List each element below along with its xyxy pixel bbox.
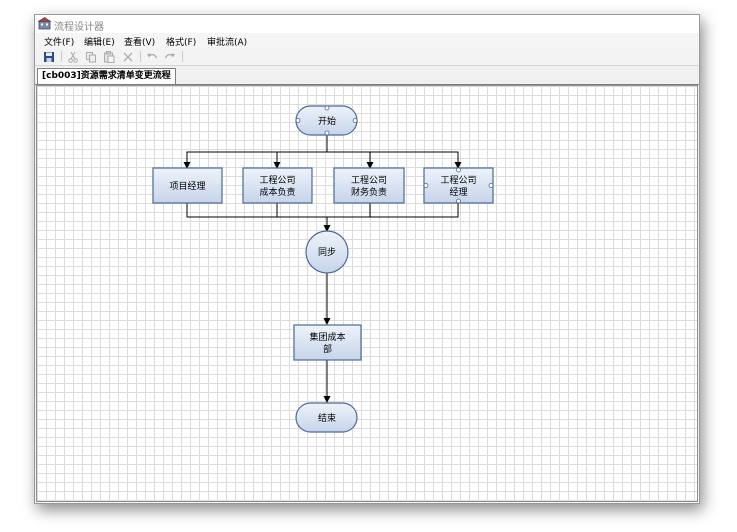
task-label-line1: 工程公司 — [259, 175, 295, 186]
connection-point[interactable] — [324, 105, 330, 111]
task-node-company-manager[interactable]: 工程公司 经理 — [423, 167, 494, 204]
edges-tasks-to-sync — [186, 203, 459, 232]
menu-file[interactable]: 文件(F) — [44, 38, 75, 48]
flow-diagram: 开始 项目经理 工程公司 成本负责 工程公司 财务负责 — [152, 105, 494, 433]
delete-icon[interactable] — [121, 50, 135, 64]
toolbar-separator — [61, 51, 62, 62]
toolbar — [35, 49, 699, 66]
edges-start-to-tasks — [183, 135, 462, 169]
connection-point[interactable] — [456, 198, 461, 204]
task-label-line2: 财务负责 — [351, 186, 387, 198]
tab-process-cb003[interactable]: [cb003]资源需求清单变更流程 — [37, 68, 176, 84]
app-icon — [38, 17, 51, 30]
toolbar-separator — [140, 51, 141, 62]
task-label-line2: 经理 — [449, 186, 467, 198]
redo-icon[interactable] — [163, 50, 177, 64]
sync-node-label: 同步 — [318, 247, 336, 258]
task-node-cost-lead[interactable]: 工程公司 成本负责 — [242, 167, 313, 204]
menu-edit[interactable]: 编辑(E) — [84, 38, 115, 48]
start-node-label: 开始 — [318, 115, 336, 127]
task-node-finance-lead[interactable]: 工程公司 财务负责 — [333, 167, 405, 204]
menu-bar: 文件(F) 编辑(E) 查看(V) 格式(F) 审批流(A) — [35, 33, 699, 49]
start-node[interactable]: 开始 — [295, 105, 358, 136]
task-node-project-manager[interactable]: 项目经理 — [152, 167, 223, 204]
task-node-group-cost-dept[interactable]: 集团成本 部 — [293, 324, 362, 361]
tab-strip: [cb003]资源需求清单变更流程 — [35, 66, 699, 85]
end-node-label: 结束 — [318, 412, 336, 424]
diagram-canvas[interactable]: 开始 项目经理 工程公司 成本负责 工程公司 财务负责 — [36, 85, 698, 502]
task-label-line2: 成本负责 — [259, 186, 295, 198]
menu-approval[interactable]: 审批流(A) — [207, 38, 248, 48]
menu-format[interactable]: 格式(F) — [166, 38, 197, 48]
paste-icon[interactable] — [102, 50, 116, 64]
copy-icon[interactable] — [84, 50, 98, 64]
cut-icon[interactable] — [66, 50, 80, 64]
connection-point[interactable] — [456, 167, 461, 173]
app-window: 流程设计器 文件(F) 编辑(E) 查看(V) 格式(F) 审批流(A) — [34, 14, 700, 504]
task-label-line1: 集团成本 — [309, 331, 345, 343]
task-label-line2: 部 — [323, 343, 332, 355]
task-label-line1: 工程公司 — [351, 175, 387, 186]
connection-point[interactable] — [488, 183, 494, 188]
title-bar: 流程设计器 — [35, 15, 699, 33]
end-node[interactable]: 结束 — [295, 402, 358, 433]
task-label-line1: 工程公司 — [440, 175, 476, 186]
connection-point[interactable] — [324, 130, 330, 136]
window-title: 流程设计器 — [54, 22, 104, 33]
undo-icon[interactable] — [145, 50, 159, 64]
connection-point[interactable] — [295, 118, 301, 123]
save-icon[interactable] — [42, 50, 56, 64]
toolbar-separator — [182, 51, 183, 62]
menu-view[interactable]: 查看(V) — [124, 38, 156, 48]
connection-point[interactable] — [423, 183, 429, 188]
sync-node[interactable]: 同步 — [305, 230, 349, 274]
task-label: 项目经理 — [169, 180, 205, 192]
connection-point[interactable] — [352, 118, 358, 123]
